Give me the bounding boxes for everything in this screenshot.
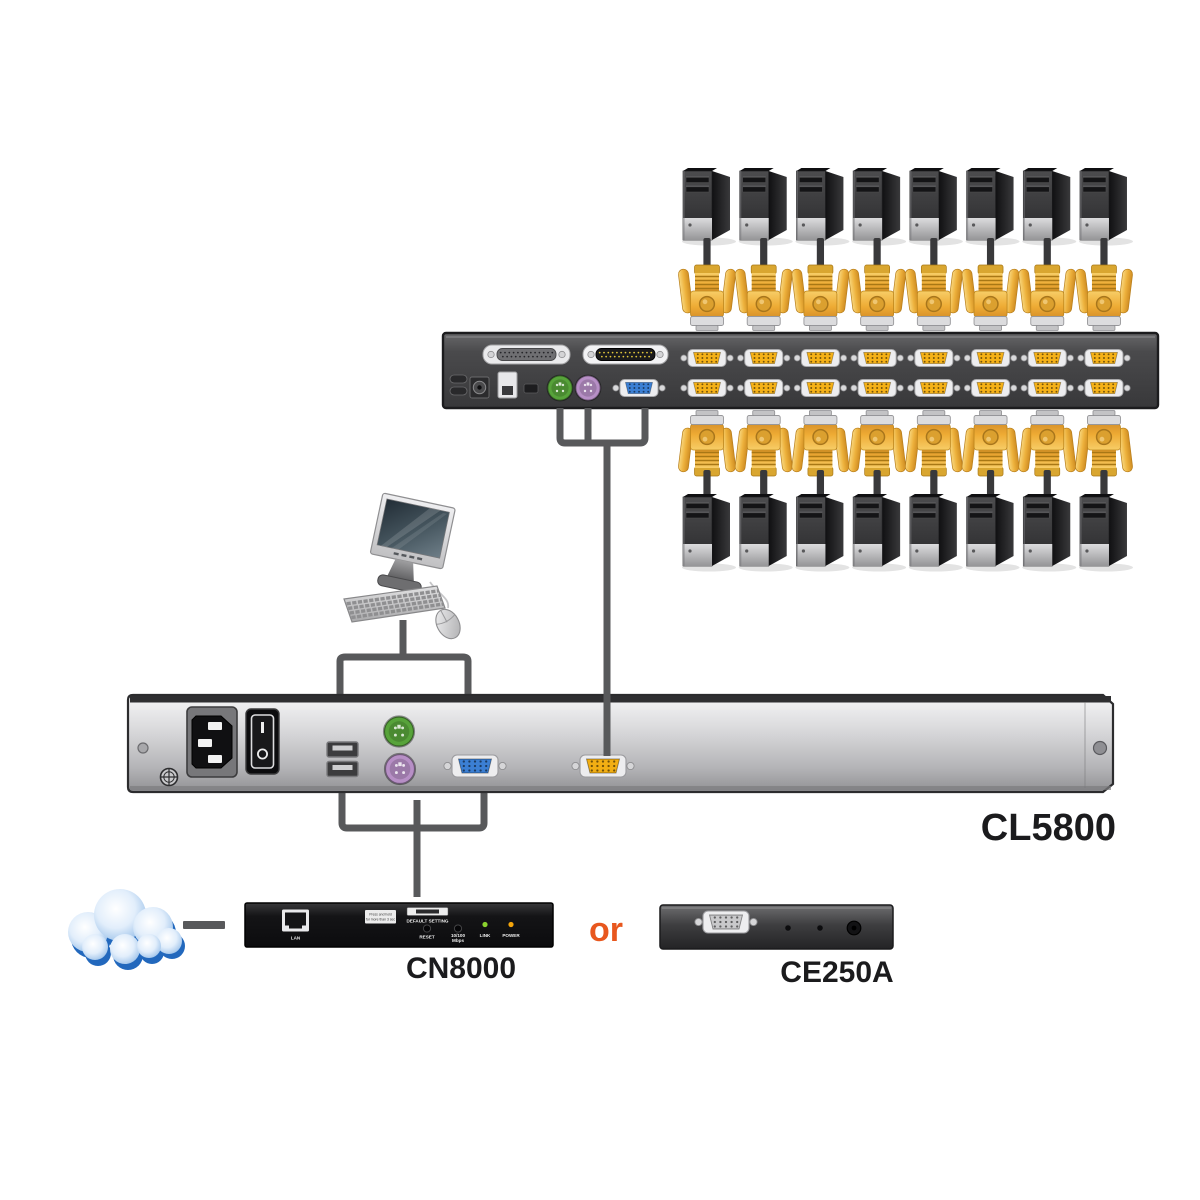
cl5800-to-cn8000-line xyxy=(338,790,488,897)
computer-bottom xyxy=(905,411,963,572)
note-line2: for more than 3 sec xyxy=(366,917,396,921)
vent-louvers xyxy=(449,374,468,396)
computer-bottom xyxy=(735,411,793,572)
reset-note-box: Press and hold for more than 3 sec xyxy=(365,910,396,924)
kvm-port xyxy=(1020,349,1074,367)
usb-port-1 xyxy=(326,741,359,758)
computers-bottom-row xyxy=(678,411,1133,572)
kvm-switch-to-cl5800-line xyxy=(556,408,649,756)
ground-terminal xyxy=(159,767,179,787)
ce250a-label: CE250A xyxy=(780,956,893,989)
computer-top xyxy=(848,168,906,331)
kvm-port xyxy=(737,349,791,367)
kvm-port xyxy=(1077,349,1131,367)
power-led xyxy=(508,921,514,928)
reset-switch xyxy=(523,383,539,394)
console-mouse xyxy=(435,608,461,640)
note-line1: Press and hold xyxy=(369,913,392,917)
rack-screw-hole xyxy=(137,742,149,754)
kvm-port xyxy=(907,349,961,367)
computer-top xyxy=(1018,168,1076,331)
mouse-cable xyxy=(429,581,450,609)
console-keyboard xyxy=(343,585,446,623)
power-label: POWER xyxy=(502,933,520,938)
power-socket xyxy=(186,706,238,778)
kvm-switch-rear xyxy=(441,331,1160,410)
speed-label-1: 10/100 xyxy=(451,933,465,938)
kvm-port xyxy=(907,379,961,397)
link-led xyxy=(482,921,488,928)
dc-power-jack xyxy=(469,376,490,399)
console-vga-connector xyxy=(694,910,758,934)
reset-label: RESET xyxy=(419,935,435,940)
daisy-chain-port-yellow xyxy=(582,344,669,365)
default-setting-label: DEFAULT SETTING xyxy=(406,919,448,924)
kvm-port xyxy=(793,349,848,367)
kvm-port xyxy=(737,379,791,397)
computer-bottom xyxy=(1075,411,1133,572)
or-label: or xyxy=(589,911,623,949)
ps2-mouse-port xyxy=(574,374,602,402)
computer-bottom xyxy=(678,411,736,572)
reset-button[interactable] xyxy=(422,924,432,933)
update-port xyxy=(497,371,518,399)
cl5800-device xyxy=(126,693,1115,794)
ce250a-device xyxy=(659,904,894,950)
computer-bottom xyxy=(791,411,849,572)
computer-bottom xyxy=(848,411,906,572)
daisy-chain-port-gray xyxy=(482,344,571,365)
computer-bottom xyxy=(1018,411,1076,572)
link-label: LINK xyxy=(480,933,491,938)
internet-cloud xyxy=(68,889,185,970)
ps2-mouse-port xyxy=(383,752,417,786)
monitor-buttons xyxy=(393,552,423,561)
computer-top xyxy=(735,168,793,331)
panel-dot-2 xyxy=(816,924,824,932)
usb-port-2 xyxy=(326,760,359,778)
kvm-port xyxy=(1020,379,1074,397)
kvm-port xyxy=(850,349,904,367)
kvm-port xyxy=(680,379,734,397)
kvm-port xyxy=(963,349,1018,367)
cn8000-device: LAN Press and hold for more than 3 sec D… xyxy=(244,902,554,948)
panel-dot-1 xyxy=(784,924,792,932)
computers-top-row xyxy=(678,168,1133,331)
console-monitor xyxy=(369,492,456,594)
kvm-port xyxy=(963,379,1018,397)
console-group xyxy=(336,492,472,698)
kvm-link-vga-port xyxy=(571,754,635,778)
lan-port: LAN xyxy=(282,909,309,941)
computer-top xyxy=(678,168,736,331)
external-console-vga-port xyxy=(443,754,507,778)
computer-top xyxy=(791,168,849,331)
speed-label-2: Mbps xyxy=(452,938,464,943)
default-setting-switch xyxy=(416,909,439,914)
kvm-port xyxy=(850,379,904,397)
console-to-cl5800-line xyxy=(336,620,472,698)
computer-bottom xyxy=(961,411,1019,572)
lan-label: LAN xyxy=(291,936,301,941)
kvm-port xyxy=(1077,379,1131,397)
console-vga-port xyxy=(612,379,666,397)
ps2-keyboard-port xyxy=(546,374,574,402)
speed-button[interactable] xyxy=(453,924,463,933)
computer-top xyxy=(961,168,1019,331)
cn8000-label: CN8000 xyxy=(406,952,516,985)
computer-top xyxy=(1075,168,1133,331)
rack-screw-hole xyxy=(1092,740,1108,756)
cl5800-label: CL5800 xyxy=(981,807,1116,849)
kvm-port xyxy=(793,379,848,397)
kvm-port xyxy=(680,349,734,367)
computer-top xyxy=(905,168,963,331)
power-switch[interactable] xyxy=(245,708,280,775)
cloud-to-cn8000-line xyxy=(183,921,225,929)
ps2-keyboard-port xyxy=(382,715,416,748)
